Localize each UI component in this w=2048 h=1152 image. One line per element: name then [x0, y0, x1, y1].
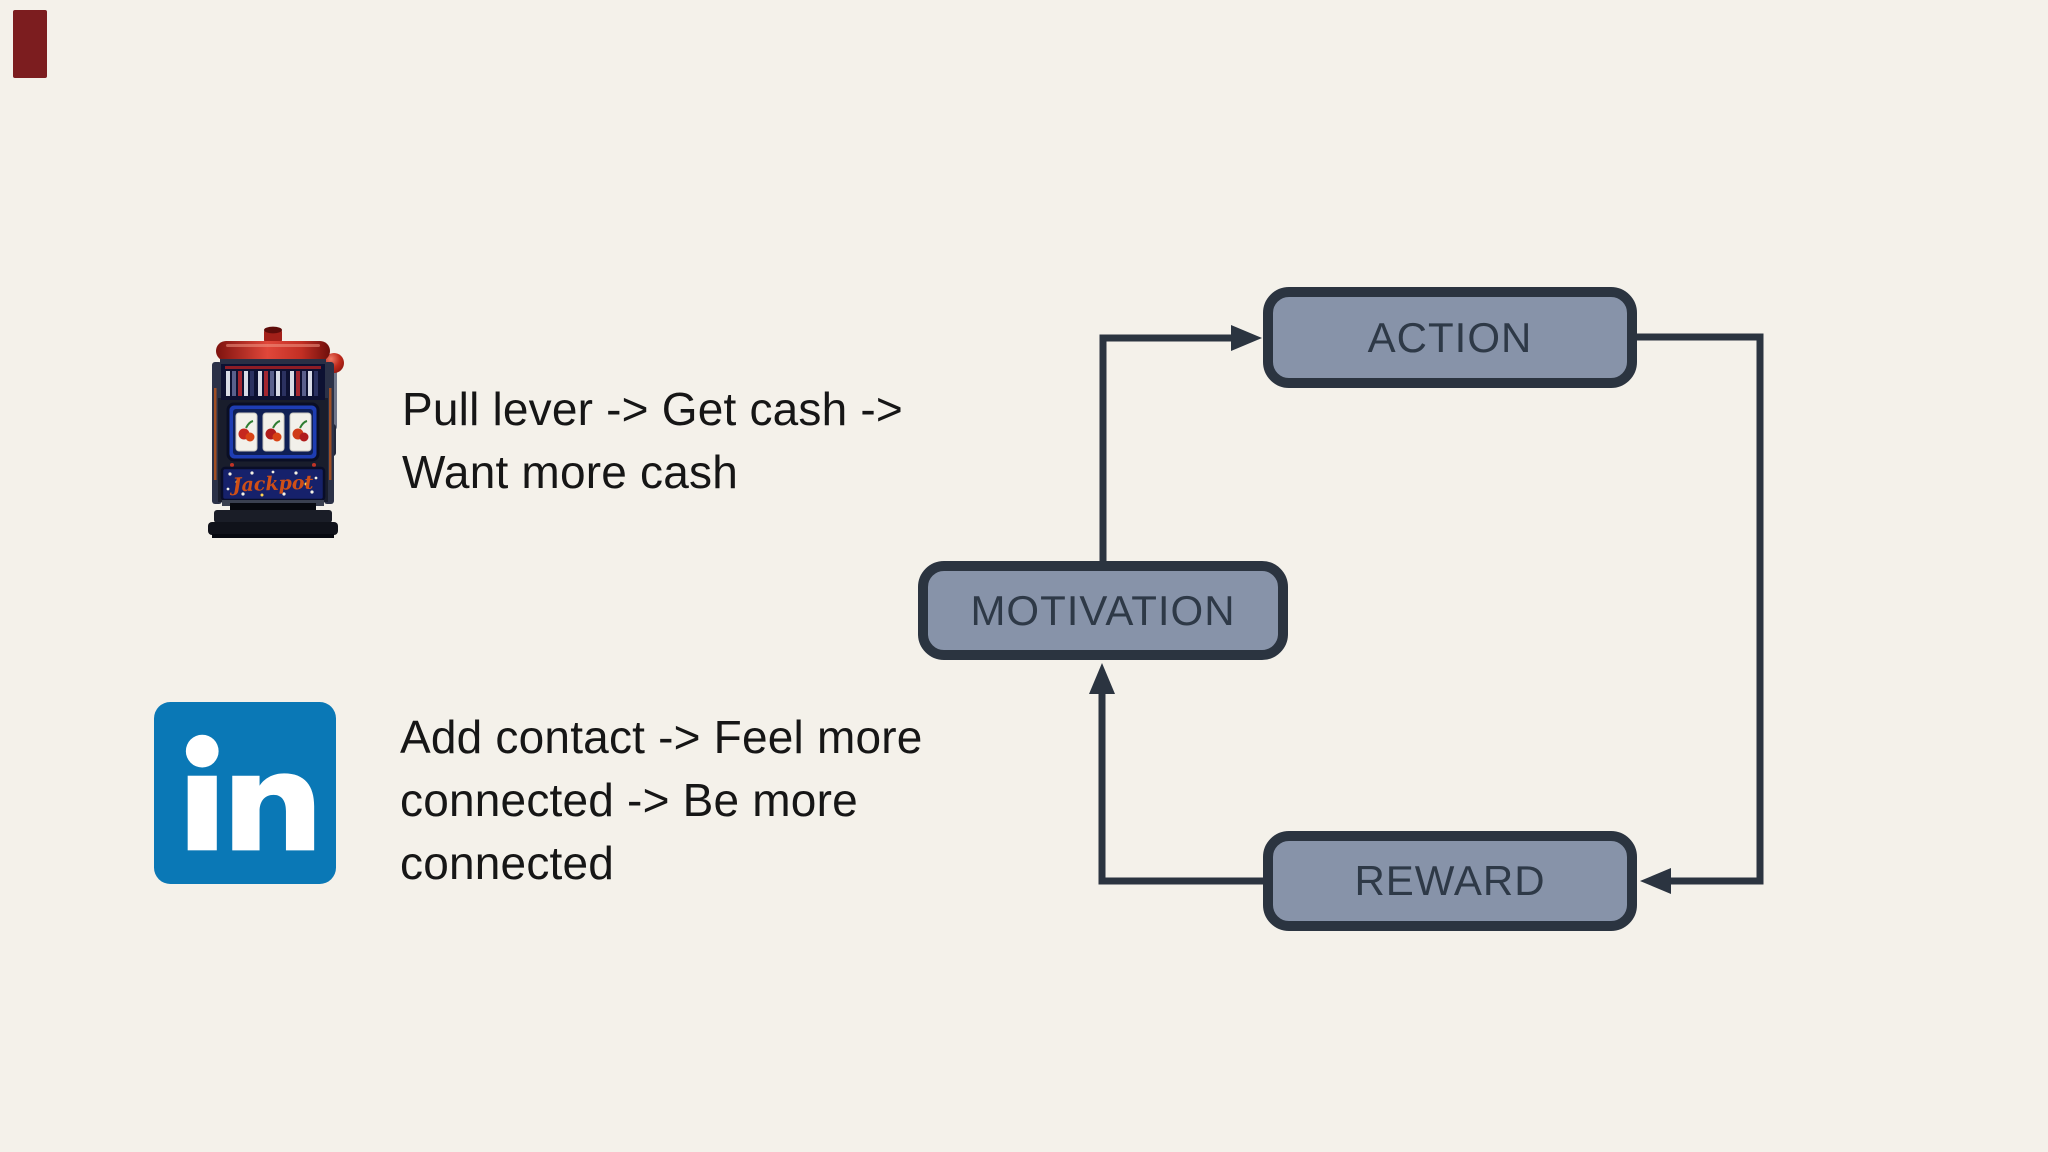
jackpot-label: Jackpot [229, 472, 314, 497]
node-reward-label: REWARD [1354, 857, 1546, 904]
node-action: ACTION [1263, 287, 1637, 388]
caption-line: Want more cash [402, 446, 738, 498]
slot-machine-icon: Jackpot [208, 326, 344, 538]
caption-line: connected -> Be more [400, 774, 858, 826]
node-action-label: ACTION [1367, 313, 1533, 361]
edge-action-to-reward [1637, 333, 1764, 885]
node-reward: REWARD [1263, 831, 1637, 931]
node-motivation-label: MOTIVATION [970, 586, 1236, 634]
edge-motivation-to-action [1099, 334, 1233, 563]
node-motivation: MOTIVATION [918, 561, 1288, 660]
arrowhead-into-motivation [1089, 663, 1115, 694]
caption-line: Add contact -> Feel more [400, 711, 923, 763]
caption-line: Pull lever -> Get cash -> [402, 383, 903, 435]
caption-line: connected [400, 837, 615, 889]
arrowhead-into-action [1231, 325, 1262, 351]
red-rectangle-marker [13, 10, 47, 78]
linkedin-icon [154, 702, 336, 884]
linkedin-caption: Add contact -> Feel more connected -> Be… [400, 706, 923, 895]
edge-reward-to-motivation [1098, 692, 1263, 885]
arrowhead-into-reward [1640, 868, 1671, 894]
slot-machine-caption: Pull lever -> Get cash -> Want more cash [402, 378, 903, 504]
